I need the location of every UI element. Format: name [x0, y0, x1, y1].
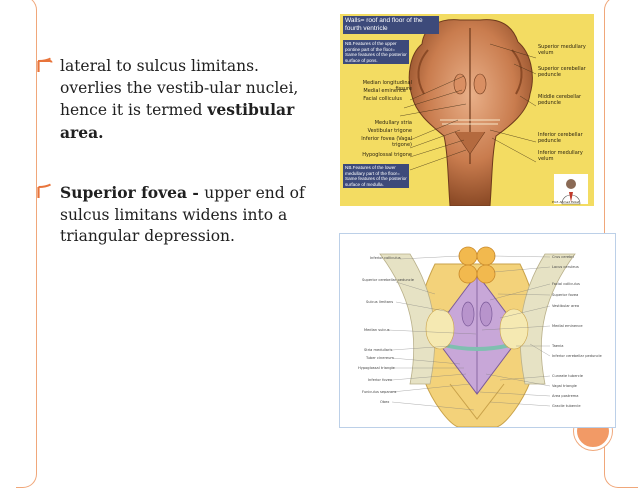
label-tuber-cinereum: Tuber cinereum — [366, 356, 394, 360]
bullet-bold-text: vestibular area. — [60, 100, 295, 142]
label-medial-eminence: Medial eminence — [552, 324, 583, 328]
fourth-ventricle-floor-image: Walls= roof and floor of the fourth vent… — [340, 14, 594, 206]
label-hypoglossal-trigone: Hypoglossal trigone — [362, 152, 412, 158]
label-facial-colliculus: Facial colliculus — [363, 96, 402, 102]
label-locus-ceruleus: Locus ceruleus — [552, 265, 579, 269]
label-vestibular-area: Vestibular area — [552, 304, 580, 308]
label-medial-eminence: Medial eminence — [363, 88, 406, 94]
rhomboid-fossa-illustration — [379, 246, 576, 427]
left-frame-border — [16, 0, 37, 488]
label-superior-cerebellar-peduncle: Superior cerebellar peduncle — [362, 278, 414, 282]
label-area-postrema: Area postrema — [552, 394, 579, 398]
bullet-list: lateral to sulcus limitans. overlies the… — [36, 56, 306, 248]
label-median-fissure: Median longitudinal fissure — [362, 80, 412, 92]
label-inferior-fovea: Inferior fovea (Vagal trigone) — [361, 136, 412, 148]
label-median-sulcus: Median sulcus — [364, 328, 390, 332]
label-vestibular-trigone: Vestibular trigone — [367, 128, 412, 134]
upper-floor-note-box: NB.Features of the upper pontine part of… — [343, 40, 409, 64]
label-superior-medullary-velum: Superior medullary velum — [538, 44, 586, 56]
label-cuneate-tubercle: Cuneate tubercle — [552, 374, 584, 378]
label-facial-colliculus: Facial colliculus — [552, 282, 580, 286]
label-funiculus-separans: Funiculus separans — [362, 390, 397, 394]
bullet-text: lateral to sulcus limitans. overlies the… — [60, 57, 299, 119]
bullet-marker-icon — [37, 183, 51, 198]
label-stria-medullaris: Stria medullaris — [364, 348, 393, 352]
label-inferior-medullary-velum: Inferior medullary velum — [538, 150, 583, 162]
label-inferior-colliculus: Inferior colliculus — [370, 256, 401, 260]
label-sulcus-limitans: Sulcus limitans — [366, 300, 394, 304]
label-hypoglossal-triangle: Hypoglossal triangle — [358, 366, 395, 370]
label-inferior-fovea: Inferior fovea — [368, 378, 393, 382]
label-superior-cerebellar-peduncle: Superior cerebellar peduncle — [538, 66, 586, 78]
label-inferior-cerebellar-peduncle: Inferior cerebellar peduncle — [552, 354, 602, 358]
lower-floor-note-box: NB.Features of the lower medullary part … — [343, 164, 409, 188]
label-obex: Obex — [380, 400, 390, 404]
bullet-text: upper end of sulcus limitans widens into… — [60, 184, 305, 245]
label-taenia: Taenia — [552, 344, 564, 348]
label-inferior-cerebellar-peduncle: Inferior cerebellar peduncle — [538, 132, 583, 144]
label-medullary-stria: Medullary stria — [374, 120, 412, 126]
brainstem-illustration — [399, 19, 588, 206]
bullet-item-vestibular-area: lateral to sulcus limitans. overlies the… — [36, 56, 306, 144]
bullet-item-superior-fovea: Superior fovea - upper end of sulcus lim… — [36, 182, 306, 248]
label-middle-cerebellar-peduncle: Middle cerebellar peduncle — [538, 94, 582, 106]
rhomboid-fossa-diagram: Inferior colliculus Superior cerebellar … — [339, 233, 616, 428]
image-signature: Prof. Ahmad Ezzat — [552, 200, 580, 204]
label-crus-cerebri: Crus cerebri — [552, 255, 574, 259]
image-header-box: Walls= roof and floor of the fourth vent… — [343, 16, 439, 34]
label-vagal-triangle: Vagal triangle — [552, 384, 577, 388]
bullet-bold-text: Superior fovea - — [60, 183, 205, 202]
label-gracile-tubercle: Gracile tubercle — [552, 404, 581, 408]
label-superior-fovea: Superior fovea — [552, 293, 579, 297]
bullet-marker-icon — [37, 57, 53, 72]
